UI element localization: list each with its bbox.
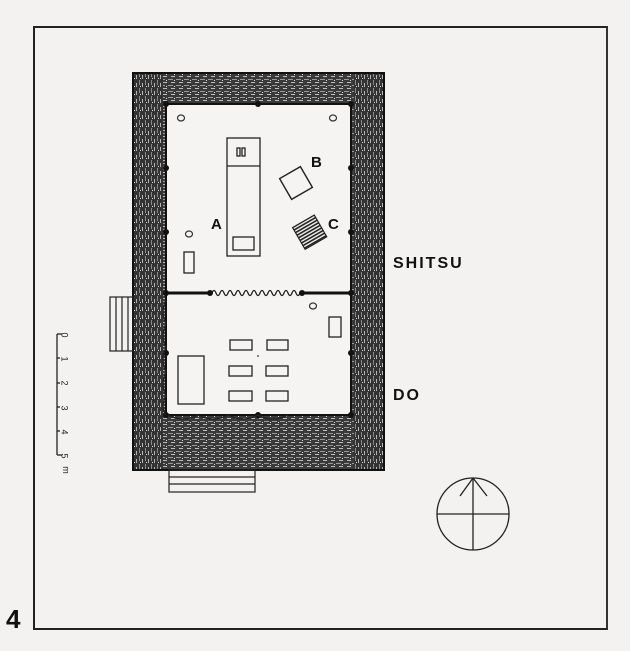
object-b <box>278 165 314 201</box>
label-shitsu: SHITSU <box>393 255 464 272</box>
scale-tick-label: 3 <box>59 405 70 411</box>
table <box>177 355 205 405</box>
sliding-screen <box>211 289 301 297</box>
scale-tick-label: 4 <box>59 429 70 435</box>
figure-frame <box>33 26 608 630</box>
object-a <box>226 137 261 257</box>
north-arrow-icon <box>436 477 510 551</box>
scale-tick-label: 0 <box>59 332 70 338</box>
object-c <box>291 214 328 251</box>
label-c: C <box>328 216 339 233</box>
side-steps <box>109 296 134 352</box>
interior <box>162 101 354 420</box>
figure-number: 4 <box>6 604 21 634</box>
scale-tick-label: 1 <box>59 356 70 362</box>
scale-labels: 0 1 2 3 4 5 m <box>59 330 76 473</box>
scale-tick-label: 2 <box>59 380 70 386</box>
label-a: A <box>211 216 222 233</box>
front-steps <box>168 469 256 493</box>
small-cabinet <box>328 316 342 338</box>
label-do: DO <box>393 387 421 404</box>
small-cabinet <box>183 251 195 274</box>
scale-bar <box>56 333 62 456</box>
scale-tick-label: 5 <box>59 453 70 459</box>
scale-unit-label: m <box>60 466 71 474</box>
label-b: B <box>311 154 322 171</box>
